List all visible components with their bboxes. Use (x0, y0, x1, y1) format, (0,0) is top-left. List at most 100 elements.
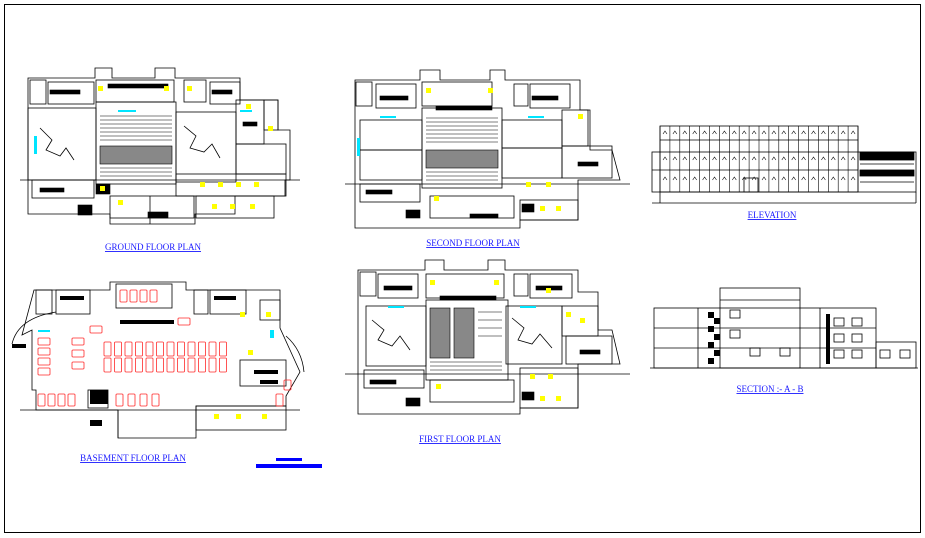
first-floor-plan-label: FIRST FLOOR PLAN (419, 434, 501, 444)
parking-stall (219, 357, 227, 373)
parking-stall (57, 393, 66, 407)
elevation-glazing-mark (732, 156, 737, 161)
basement-floor-plan-label: BASEMENT FLOOR PLAN (80, 453, 186, 463)
elevation-glazing-mark (662, 130, 668, 135)
elevation-glazing-mark (850, 130, 856, 135)
elevation-glazing-mark (821, 130, 826, 135)
parking-stall (198, 357, 206, 373)
parking-stall (151, 393, 160, 407)
first-seating (369, 285, 601, 407)
parking-stall (37, 357, 51, 366)
parking-stall (114, 357, 122, 373)
parking-stall (103, 341, 112, 357)
elevation-glazing-mark (682, 130, 688, 135)
second-yellow-marks (426, 88, 583, 211)
elevation-glazing-mark (712, 176, 717, 181)
elevation-glazing-mark (722, 130, 727, 135)
section-stair (708, 312, 830, 364)
elevation-glazing-mark (831, 176, 836, 181)
section-a-b (650, 287, 918, 369)
parking-stall (145, 341, 154, 357)
parking-stall (283, 379, 292, 391)
parking-stall (71, 349, 85, 358)
second-seating (365, 95, 599, 219)
scale-bar (256, 458, 322, 468)
elevation-glazing-mark (761, 176, 767, 181)
basement-parking-stalls (37, 289, 292, 407)
elevation-glazing-mark (801, 176, 806, 181)
elevation-glazing-mark (732, 130, 737, 135)
first-floor-plan (345, 259, 630, 415)
elevation-glazing-mark (672, 130, 678, 135)
parking-stall (135, 341, 143, 357)
elevation-glazing-mark (821, 176, 826, 181)
basement-solids (12, 296, 278, 426)
elevation-glazing-mark (791, 130, 796, 135)
elevation-glazing-mark (801, 156, 806, 161)
elevation-glazing-mark (662, 176, 668, 181)
parking-stall (71, 361, 85, 370)
elevation-glazing-mark (801, 130, 806, 135)
parking-stall (275, 393, 284, 407)
elevation-side-block (743, 151, 915, 193)
parking-stall (135, 357, 143, 373)
elevation-glazing-mark (692, 176, 697, 181)
elevation-glazing-mark (840, 130, 846, 135)
parking-stall (47, 393, 56, 407)
elevation-glazing-mark (672, 176, 678, 181)
elevation-glazing-mark (692, 130, 697, 135)
parking-stall (156, 341, 164, 357)
parking-stall (177, 341, 185, 357)
elevation-glazing-mark (821, 156, 826, 161)
ground-floor-plan-label: GROUND FLOOR PLAN (105, 242, 202, 252)
elevation-glazing-mark (702, 176, 707, 181)
parking-stall (208, 341, 217, 357)
parking-stall (156, 357, 164, 373)
ground-floor-plan (20, 67, 300, 225)
elevation-glazing-mark (682, 156, 688, 161)
elevation-glazing-mark (751, 176, 757, 181)
elevation-glazing-mark (850, 176, 856, 181)
elevation-glazing-mark (751, 156, 757, 161)
elevation-glazing-mark (751, 130, 757, 135)
parking-stall (219, 341, 227, 357)
parking-stall (177, 357, 185, 373)
elevation-glazing-mark (732, 176, 737, 181)
parking-stall (67, 393, 76, 407)
elevation-glazing-mark (712, 156, 717, 161)
elevation-glazing-mark (781, 130, 787, 135)
parking-stall (166, 341, 175, 357)
first-yellow-marks (430, 280, 585, 401)
parking-stall (177, 317, 191, 326)
parking-stall (114, 341, 122, 357)
parking-stall (145, 357, 154, 373)
elevation-label: ELEVATION (748, 210, 797, 220)
parking-stall (37, 337, 51, 346)
elevation-glazing-mark (791, 176, 796, 181)
elevation-glazing-mark (831, 156, 836, 161)
parking-stall (149, 289, 158, 303)
elevation-glazing-mark (662, 156, 668, 161)
elevation-glazing-mark (840, 156, 846, 161)
second-floor-plan (345, 69, 630, 229)
elevation-glazing-mark (761, 130, 767, 135)
parking-stall (89, 325, 103, 334)
parking-stall (119, 289, 128, 303)
elevation-glazing-mark (692, 156, 697, 161)
parking-stall (71, 337, 85, 346)
parking-stall (124, 357, 133, 373)
elevation-glazing-mark (672, 156, 678, 161)
elevation-glazing-mark (781, 176, 787, 181)
parking-stall (187, 341, 196, 357)
elevation-glazing-mark (781, 156, 787, 161)
elevation-glazing-mark (771, 176, 777, 181)
parking-stall (37, 393, 46, 407)
parking-stall (127, 393, 136, 407)
elevation-glazing-mark (811, 156, 816, 161)
parking-stall (139, 289, 148, 303)
parking-stall (187, 357, 196, 373)
parking-stall (129, 289, 138, 303)
elevation-glazing-mark (712, 130, 717, 135)
basement-floor-plan (11, 281, 305, 439)
